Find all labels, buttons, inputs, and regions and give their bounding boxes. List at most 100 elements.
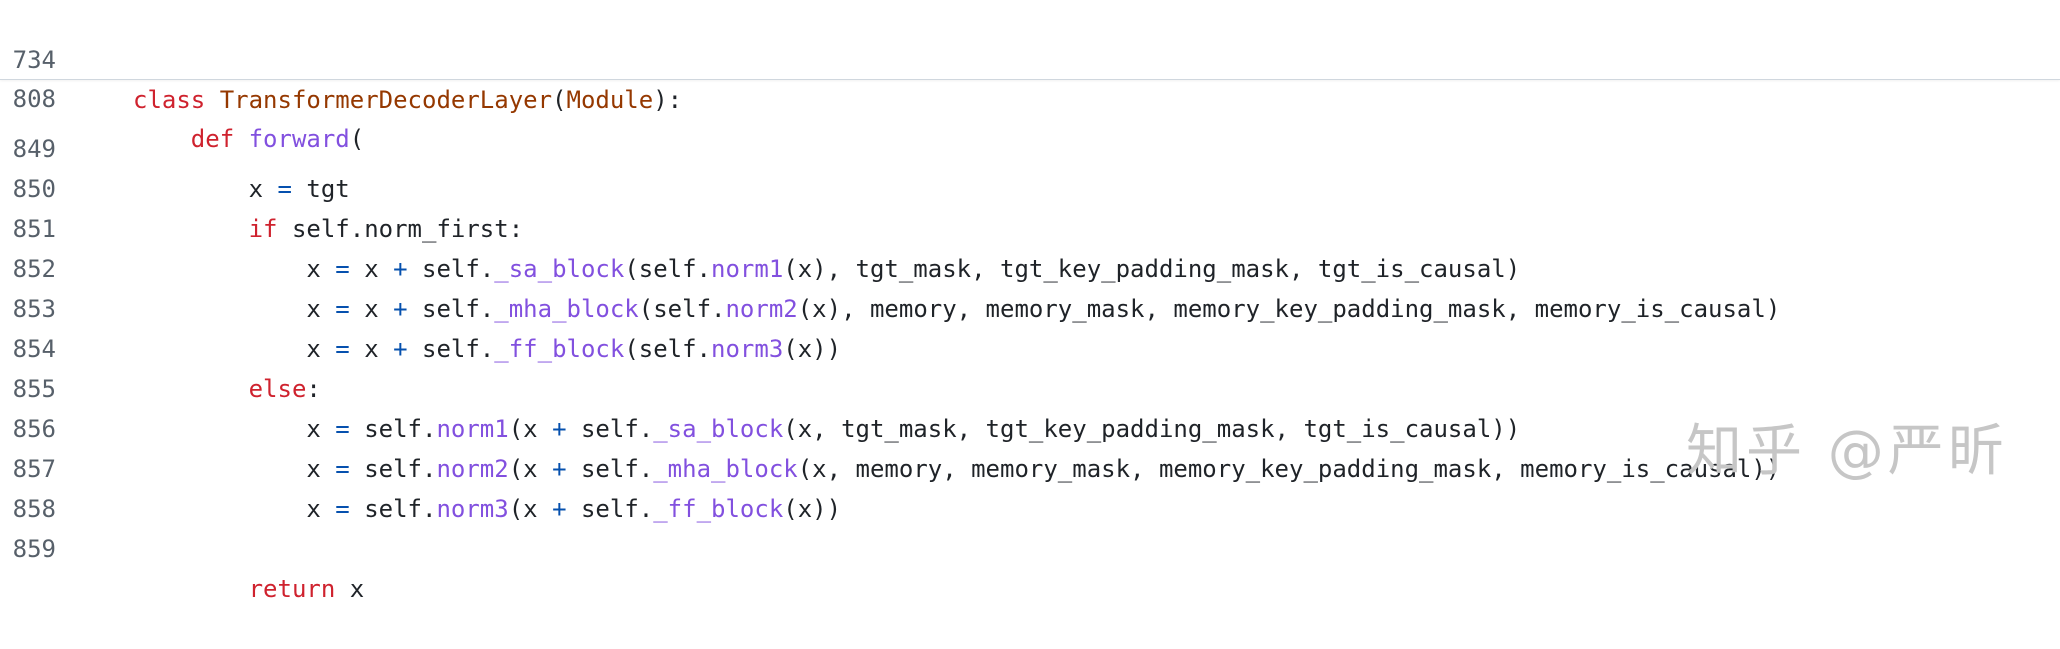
code-token-pl: (x bbox=[508, 455, 553, 483]
code-token-cls: TransformerDecoderLayer bbox=[219, 86, 553, 114]
line-number[interactable]: 859 bbox=[12, 535, 56, 563]
code-text: return x bbox=[133, 569, 365, 609]
code-token-pl: self. bbox=[566, 455, 654, 483]
code-token-pl: x bbox=[349, 335, 394, 363]
code-token-pl: x bbox=[335, 575, 365, 603]
code-text: x = x + self._ff_block(self.norm3(x)) bbox=[133, 329, 841, 369]
code-token-op: = bbox=[335, 455, 350, 483]
code-token-pl: tgt bbox=[291, 175, 350, 203]
code-token-kw: return bbox=[133, 575, 336, 603]
line-number[interactable]: 852 bbox=[12, 255, 56, 283]
code-token-pl: self. bbox=[349, 495, 437, 523]
code-token-kw: class bbox=[133, 86, 220, 114]
code-token-pl: (x, memory, memory_mask, memory_key_padd… bbox=[797, 455, 1781, 483]
code-line: 858 bbox=[0, 449, 2060, 523]
code-line: 849 x = tgt bbox=[0, 89, 2060, 203]
code-token-pl: (x)) bbox=[783, 335, 842, 363]
code-line: 854 else: bbox=[0, 289, 2060, 403]
code-line: 851 x = x + self._sa_block(self.norm1(x)… bbox=[0, 169, 2060, 283]
line-number[interactable]: 855 bbox=[12, 375, 56, 403]
line-number[interactable]: 851 bbox=[12, 215, 56, 243]
code-token-pl: (x, tgt_mask, tgt_key_padding_mask, tgt_… bbox=[783, 415, 1521, 443]
code-token-kw: def bbox=[133, 125, 249, 153]
code-view: 734 class TransformerDecoderLayer(Module… bbox=[0, 0, 2060, 603]
code-token-pl: (x bbox=[508, 495, 553, 523]
code-text: x = x + self._mha_block(self.norm2(x), m… bbox=[133, 289, 1780, 329]
code-text: x = self.norm2(x + self._mha_block(x, me… bbox=[133, 449, 1780, 489]
code-token-kw: else bbox=[133, 375, 307, 403]
code-token-pl: ( bbox=[349, 125, 365, 153]
code-token-pl: x bbox=[133, 335, 336, 363]
code-token-op: = bbox=[335, 415, 350, 443]
code-token-pl: self.norm_first: bbox=[277, 215, 524, 243]
code-token-pl: x bbox=[133, 455, 336, 483]
zhihu-watermark: 知乎 @严昕 bbox=[1686, 419, 2008, 484]
code-token-pl: (x bbox=[508, 415, 553, 443]
line-number[interactable]: 808 bbox=[12, 85, 56, 113]
code-token-pl: x bbox=[133, 495, 336, 523]
code-token-pl: (self. bbox=[624, 335, 712, 363]
line-number[interactable]: 850 bbox=[12, 175, 56, 203]
line-number[interactable]: 849 bbox=[12, 135, 56, 163]
line-number[interactable]: 858 bbox=[12, 495, 56, 523]
line-number[interactable]: 734 bbox=[12, 46, 56, 74]
code-line: 850 if self.norm_first: bbox=[0, 129, 2060, 243]
code-text: if self.norm_first: bbox=[133, 209, 524, 249]
code-line: 859 return x bbox=[0, 489, 2060, 603]
code-token-pl: self. bbox=[566, 495, 654, 523]
code-text: else: bbox=[133, 369, 321, 409]
code-token-pl: (self. bbox=[638, 295, 726, 323]
code-token-pl: self. bbox=[349, 415, 437, 443]
code-token-pl: self. bbox=[566, 415, 654, 443]
code-token-pl: ( bbox=[552, 86, 567, 114]
code-token-fn: _ff_block bbox=[653, 495, 784, 523]
code-token-op: = bbox=[335, 295, 350, 323]
code-token-op: = bbox=[335, 495, 350, 523]
code-token-op: = bbox=[277, 175, 292, 203]
code-token-pl: x bbox=[133, 255, 336, 283]
code-token-pl: (x)) bbox=[783, 495, 842, 523]
code-token-op: + bbox=[393, 255, 408, 283]
code-token-pl: x bbox=[133, 175, 278, 203]
code-token-pl: self. bbox=[407, 255, 495, 283]
code-token-fn: norm2 bbox=[725, 295, 798, 323]
code-token-pl: x bbox=[349, 295, 394, 323]
sticky-scope-header: 734 class TransformerDecoderLayer(Module… bbox=[0, 0, 2060, 153]
code-token-pl: x bbox=[349, 255, 394, 283]
sticky-line-def[interactable]: 808 def forward( bbox=[0, 39, 2060, 153]
sticky-line-class[interactable]: 734 class TransformerDecoderLayer(Module… bbox=[0, 0, 2060, 114]
line-number[interactable]: 853 bbox=[12, 295, 56, 323]
code-token-pl: x bbox=[133, 415, 336, 443]
line-number[interactable]: 857 bbox=[12, 455, 56, 483]
code-token-fn: norm1 bbox=[436, 415, 509, 443]
code-token-pl: : bbox=[306, 375, 321, 403]
code-token-fn: norm3 bbox=[711, 335, 784, 363]
code-token-pl: (self. bbox=[624, 255, 712, 283]
code-token-op: + bbox=[393, 335, 408, 363]
code-text: class TransformerDecoderLayer(Module): bbox=[133, 80, 682, 120]
code-token-fn: _ff_block bbox=[494, 335, 625, 363]
code-token-op: + bbox=[552, 415, 567, 443]
code-text: x = x + self._sa_block(self.norm1(x), tg… bbox=[133, 249, 1520, 289]
line-number[interactable]: 854 bbox=[12, 335, 56, 363]
code-text: x = self.norm1(x + self._sa_block(x, tgt… bbox=[133, 409, 1520, 449]
code-token-fn: _mha_block bbox=[653, 455, 798, 483]
code-token-fn: _mha_block bbox=[494, 295, 639, 323]
code-token-op: + bbox=[393, 295, 408, 323]
code-token-op: + bbox=[552, 455, 567, 483]
code-token-cls: Module bbox=[566, 86, 654, 114]
code-token-fn: _sa_block bbox=[494, 255, 625, 283]
code-token-pl: (x), memory, memory_mask, memory_key_pad… bbox=[797, 295, 1781, 323]
code-token-kw: if bbox=[133, 215, 278, 243]
code-token-op: = bbox=[335, 335, 350, 363]
code-token-fn: norm2 bbox=[436, 455, 509, 483]
code-token-fn: norm3 bbox=[436, 495, 509, 523]
code-token-pl: self. bbox=[407, 335, 495, 363]
code-text: def forward( bbox=[133, 119, 364, 159]
code-token-pl: self. bbox=[349, 455, 437, 483]
line-number[interactable]: 856 bbox=[12, 415, 56, 443]
code-token-pl: self. bbox=[407, 295, 495, 323]
code-token-pl: ): bbox=[653, 86, 683, 114]
code-text: x = tgt bbox=[133, 169, 350, 209]
code-token-pl: x bbox=[133, 295, 336, 323]
